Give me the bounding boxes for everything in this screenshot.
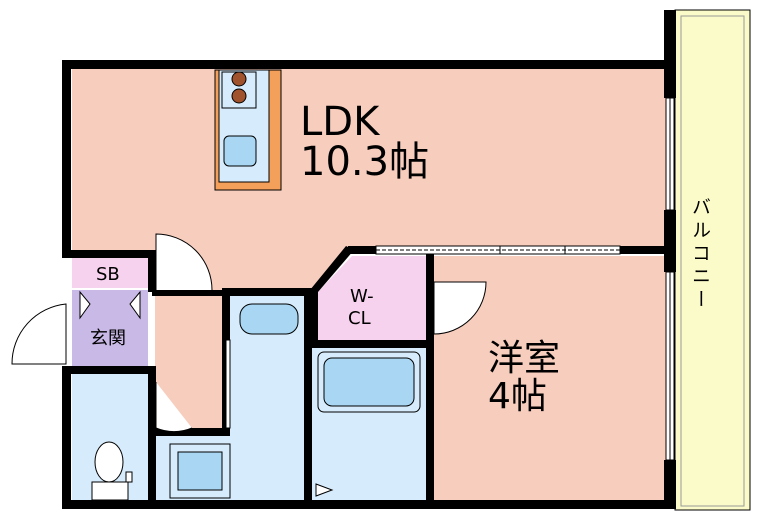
washing-machine-drain bbox=[177, 451, 223, 491]
wall bbox=[62, 250, 156, 258]
shoe-box-doors bbox=[79, 290, 141, 320]
wall bbox=[664, 10, 676, 98]
wall bbox=[426, 248, 434, 506]
walk-in-closet-label: W- bbox=[350, 286, 374, 307]
kitchen-sink bbox=[223, 135, 257, 167]
wall bbox=[304, 288, 312, 506]
toilet-door bbox=[155, 382, 193, 433]
western-room-label: 洋室 bbox=[488, 338, 560, 379]
toilet-icon bbox=[91, 441, 133, 501]
balcony-label: バルコニー bbox=[689, 197, 711, 312]
wall bbox=[664, 210, 676, 272]
balcony-outline bbox=[680, 15, 745, 507]
wall bbox=[152, 290, 222, 296]
shoe-box-label: SB bbox=[96, 264, 120, 285]
bathtub-inner bbox=[323, 357, 415, 407]
wall bbox=[62, 60, 676, 69]
wall bbox=[222, 288, 312, 296]
western-room-size-label: 4帖 bbox=[488, 376, 547, 417]
closet-door bbox=[433, 281, 487, 335]
wall bbox=[310, 340, 434, 348]
wall bbox=[62, 60, 71, 250]
ldk-door bbox=[155, 233, 213, 291]
wall bbox=[148, 250, 156, 292]
burner-icon bbox=[231, 88, 247, 104]
wall bbox=[664, 460, 676, 509]
shoe-box-floor bbox=[72, 258, 148, 288]
ldk-size-label: 10.3帖 bbox=[300, 139, 429, 185]
wall bbox=[152, 428, 230, 436]
sliding-door bbox=[225, 339, 231, 429]
wall bbox=[348, 246, 376, 254]
ldk-label: LDK bbox=[300, 99, 381, 145]
walk-in-closet-label-2: CL bbox=[348, 308, 371, 329]
wall bbox=[62, 366, 156, 374]
door-marker bbox=[315, 483, 334, 497]
entrance-door bbox=[11, 303, 68, 365]
entrance-label: 玄関 bbox=[90, 328, 126, 349]
wall bbox=[620, 246, 668, 254]
walk-in-closet-floor bbox=[316, 256, 426, 340]
burner-icon bbox=[231, 71, 247, 87]
wall bbox=[62, 500, 676, 509]
balcony bbox=[674, 9, 751, 511]
wall bbox=[310, 246, 354, 292]
ldk-floor bbox=[72, 68, 668, 250]
wall bbox=[310, 288, 318, 344]
washbasin bbox=[239, 303, 299, 335]
wall bbox=[62, 366, 71, 509]
